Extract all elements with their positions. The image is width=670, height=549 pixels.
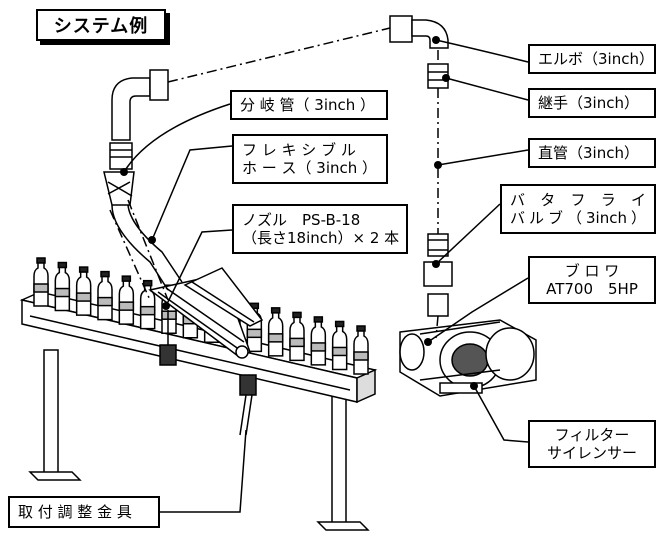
label-straight-pipe: 直管（3inch） [528,138,656,168]
label-blower: ブ ロ ワ AT700 5HP [528,256,656,304]
label-joint-text: 継手（3inch） [538,94,639,112]
label-blower-line1: ブ ロ ワ [564,262,620,280]
label-butterfly-valve: バタフライ バルブ（3inch） [500,184,656,234]
bottle [118,275,135,325]
label-mount-bracket: 取 付 調 整 金 具 [8,496,160,528]
label-joint: 継手（3inch） [528,88,656,118]
connection-path [109,27,439,339]
mount-bracket [159,310,257,436]
label-branch-pipe-text: 分 岐 管（ 3inch ） [240,96,376,114]
label-blower-line2: AT700 5HP [546,280,638,298]
label-flex-line2: ホ ー ス（ 3inch ） [242,159,378,177]
label-elbow: エルボ（3inch） [528,44,656,74]
leader-lines [123,39,529,513]
bottle [310,316,327,366]
bottle [54,261,71,312]
label-nozzle: ノズル PS-B-18 （長さ18inch）× 2 本 [232,204,408,254]
label-elbow-text: エルボ（3inch） [538,50,654,68]
label-butterfly-line2: バルブ（3inch） [510,209,646,227]
bottle [331,320,348,371]
bottle [97,270,113,321]
label-flex-line1: フ レ キ シ ブ ル [242,141,356,159]
left-pipe-assembly [103,69,183,291]
bottle [75,266,92,316]
conveyor-legs [28,349,370,531]
label-butterfly-line1: バタフライ [510,191,646,209]
bottle [33,257,49,307]
bottle [289,311,305,362]
bottle [139,279,156,330]
blower-unit [399,319,537,397]
right-pipe-assembly [389,15,453,317]
label-branch-pipe: 分 岐 管（ 3inch ） [230,90,388,120]
label-nozzle-line1: ノズル PS-B-18 [242,211,361,229]
label-filter-line2: サイレンサー [546,444,637,462]
nozzle-pair [148,267,264,359]
label-flex-hose: フ レ キ シ ブ ル ホ ー ス（ 3inch ） [232,134,388,184]
page-title: システム例 [36,9,166,41]
label-straight-pipe-text: 直管（3inch） [538,144,639,162]
label-mount-text: 取 付 調 整 金 具 [18,503,132,521]
bottle [267,307,284,357]
leader-dots [120,36,478,390]
bottle [353,325,369,375]
label-filter-silencer: フィルター サイレンサー [528,420,656,468]
label-nozzle-line2: （長さ18inch）× 2 本 [242,229,400,247]
label-filter-line1: フィルター [554,426,630,444]
